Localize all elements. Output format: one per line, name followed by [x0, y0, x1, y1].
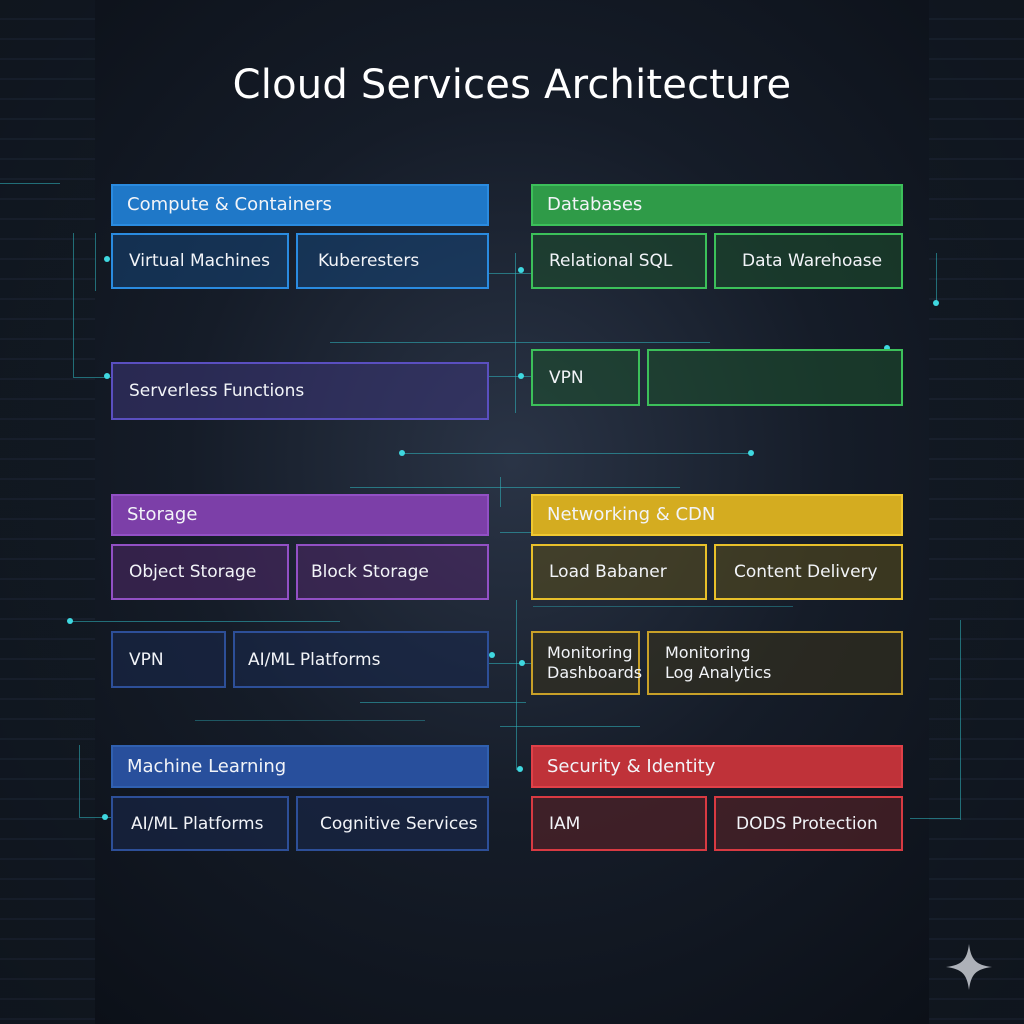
empty-service-box	[647, 349, 903, 406]
service-ai-ml-platforms[interactable]: AI/ML Platforms	[233, 631, 489, 688]
connector	[350, 487, 680, 488]
connector	[95, 233, 96, 291]
connector	[533, 606, 793, 607]
service-vpn[interactable]: VPN	[111, 631, 226, 688]
connector-dot	[884, 345, 890, 351]
service-ddos-protection[interactable]: DODS Protection	[714, 796, 903, 851]
connector-dot	[102, 814, 108, 820]
service-relational-sql[interactable]: Relational SQL	[531, 233, 707, 289]
connector	[79, 745, 80, 817]
connector-dot	[104, 373, 110, 379]
server-rack-right	[929, 0, 1024, 1024]
service-virtual-machines[interactable]: Virtual Machines	[111, 233, 289, 289]
page-title: Cloud Services Architecture	[232, 62, 792, 108]
connector	[195, 720, 425, 721]
connector	[70, 621, 340, 622]
connector	[489, 273, 531, 274]
connector	[489, 376, 531, 377]
service-vpn[interactable]: VPN	[531, 349, 640, 406]
service-monitoring-dashboards[interactable]: Monitoring Dashboards	[531, 631, 642, 695]
connector-dot	[519, 660, 525, 666]
machine-learning-header: Machine Learning	[111, 745, 489, 788]
connector	[489, 663, 531, 664]
connector	[500, 726, 640, 727]
service-content-delivery[interactable]: Content Delivery	[714, 544, 903, 600]
connector-dot	[748, 450, 754, 456]
connector-dot	[518, 373, 524, 379]
service-ai-ml-platforms[interactable]: AI/ML Platforms	[111, 796, 289, 851]
storage-header: Storage	[111, 494, 489, 536]
service-kubernetes[interactable]: Kuberesters	[296, 233, 489, 289]
databases-header: Databases	[531, 184, 903, 226]
connector	[0, 183, 60, 184]
networking-header: Networking & CDN	[531, 494, 903, 536]
connector	[73, 233, 74, 377]
connector-dot	[489, 652, 495, 658]
service-serverless-functions[interactable]: Serverless Functions	[111, 362, 489, 420]
service-data-warehouse[interactable]: Data Warehoase	[714, 233, 903, 289]
service-monitoring-log-analytics[interactable]: Monitoring Log Analytics	[647, 631, 903, 695]
connector-dot	[518, 267, 524, 273]
security-header: Security & Identity	[531, 745, 903, 788]
connector	[960, 620, 961, 820]
connector-dot	[67, 618, 73, 624]
connector-dot	[399, 450, 405, 456]
server-rack-left	[0, 0, 95, 1024]
connector	[936, 253, 937, 303]
connector	[79, 817, 111, 818]
service-load-balancer[interactable]: Load Babaner	[531, 544, 707, 600]
connector	[515, 253, 516, 413]
connector	[400, 453, 750, 454]
connector	[360, 702, 526, 703]
service-iam[interactable]: IAM	[531, 796, 707, 851]
service-object-storage[interactable]: Object Storage	[111, 544, 289, 600]
connector	[500, 477, 501, 507]
service-block-storage[interactable]: Block Storage	[296, 544, 489, 600]
connector-dot	[933, 300, 939, 306]
connector	[910, 818, 960, 819]
compute-header: Compute & Containers	[111, 184, 489, 226]
connector	[73, 377, 111, 378]
connector	[330, 342, 710, 343]
service-cognitive-services[interactable]: Cognitive Services	[296, 796, 489, 851]
connector	[500, 532, 531, 533]
connector-dot	[104, 256, 110, 262]
connector-dot	[517, 766, 523, 772]
connector	[516, 600, 517, 770]
sparkle-icon	[946, 944, 992, 990]
